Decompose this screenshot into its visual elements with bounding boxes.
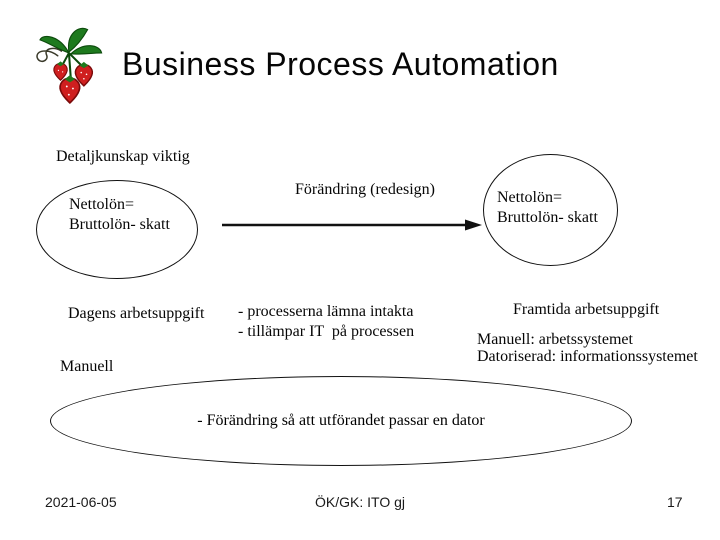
footer-date: 2021-06-05 <box>45 494 117 510</box>
process-list-line2: - tillämpar IT på processen <box>238 323 415 340</box>
bottom-ellipse-text: - Förändring så att utförandet passar en… <box>197 412 485 429</box>
systems-list: Manuell: arbetssystemet Datoriserad: inf… <box>477 331 698 365</box>
process-list: - processerna lämna intakta - tillämpar … <box>238 302 414 342</box>
process-list-line1: - processerna lämna intakta <box>238 303 414 320</box>
left-ellipse-label: Nettolön= Bruttolön- skatt <box>69 195 170 235</box>
slide-title: Business Process Automation <box>122 46 559 82</box>
right-ellipse-label: Nettolön= Bruttolön- skatt <box>497 188 598 228</box>
left-ellipse-line2: Bruttolön- skatt <box>69 216 170 233</box>
bottom-ellipse: - Förändring så att utförandet passar en… <box>50 376 632 466</box>
right-ellipse <box>483 154 618 266</box>
manuell-label: Manuell <box>60 358 114 375</box>
footer-page-number: 17 <box>667 494 683 510</box>
systems-list-line1: Manuell: arbetssystemet <box>477 331 633 348</box>
transition-arrow-icon <box>222 219 482 231</box>
subtitle: Detaljkunskap viktig <box>56 148 190 165</box>
dagens-arbetsuppgift-label: Dagens arbetsuppgift <box>68 305 205 322</box>
footer-center-text: ÖK/GK: ITO gj <box>315 494 405 510</box>
strawberry-icon <box>36 27 103 105</box>
arrow-label: Förändring (redesign) <box>295 181 435 198</box>
systems-list-line2: Datoriserad: informationssystemet <box>477 348 698 365</box>
right-ellipse-line1: Nettolön= <box>497 189 563 206</box>
right-ellipse-line2: Bruttolön- skatt <box>497 209 598 226</box>
left-ellipse <box>36 180 198 279</box>
left-ellipse-line1: Nettolön= <box>69 196 135 213</box>
framtida-arbetsuppgift-label: Framtida arbetsuppgift <box>513 301 660 318</box>
